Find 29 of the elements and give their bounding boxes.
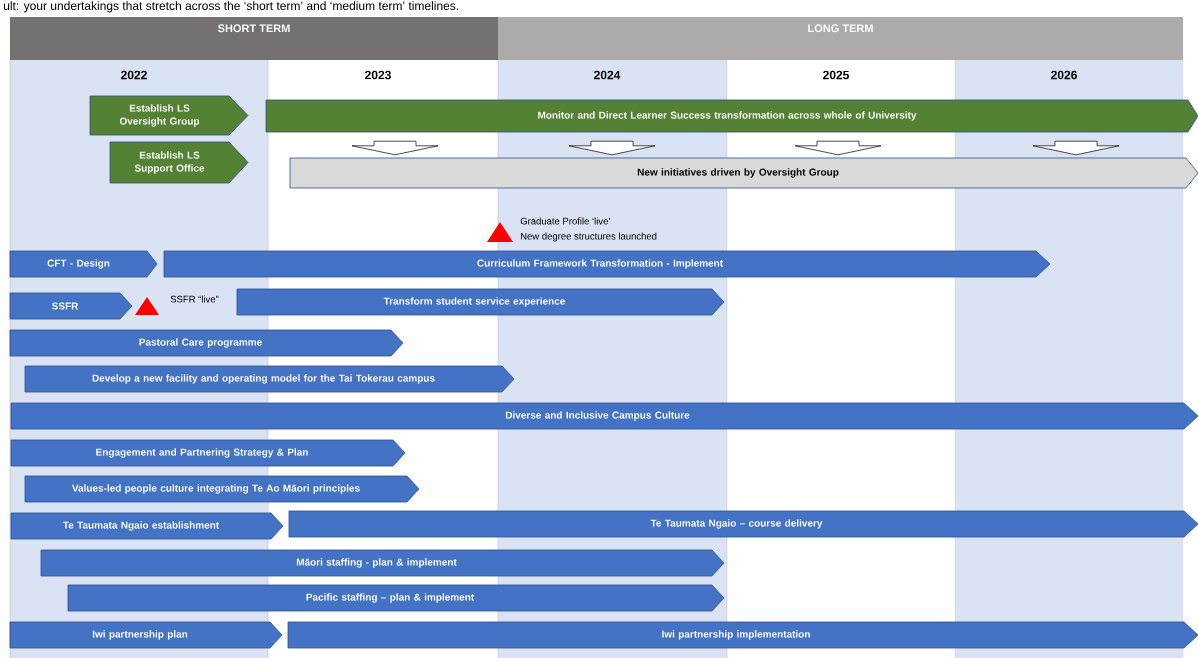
timeline-bar: Te Taumata Ngaio – course delivery [288,510,1198,538]
milestone-note: Graduate Profile ‘live’ [520,217,610,225]
timeline-bar: Te Taumata Ngaio establishment [10,512,284,540]
milestone-note: New degree structures launched [521,232,657,242]
header-band: LONG TERM [498,17,1183,60]
timeline-bar: Engagement and Partnering Strategy & Plan [10,439,406,467]
timeline-bar: Pacific staffing – plan & implement [67,584,725,612]
year-label: 2024 [594,70,621,80]
year-label: 2023 [365,70,391,80]
timeline-bar: New initiatives driven by Oversight Group [289,157,1198,189]
timeline-bar: Pastoral Care programme [9,329,404,357]
timeline-bar: Curriculum Framework Transformation - Implement [163,250,1051,278]
year-label: 2022 [121,70,147,80]
timeline-bar: Iwi partnership implementation [287,621,1198,649]
timeline-bar: Develop a new facility and operating model for the Tai Tokerau campus [24,365,515,393]
year-label: 2025 [823,70,849,80]
timeline-bar: Monitor and Direct Learner Success transformation across whole of University [265,99,1198,133]
timeline-bar: Diverse and Inclusive Campus Culture [10,402,1198,430]
timeline-bar: Establish LS Support Office [109,141,249,184]
year-label: 2026 [1051,70,1077,80]
milestone-note: SSFR “live” [170,295,219,303]
header-band: SHORT TERM [10,17,498,60]
timeline-bar: Establish LS Oversight Group [89,95,249,136]
timeline-bar: Transform student service experience [236,288,725,316]
timeline-bar: Iwi partnership plan [9,621,283,649]
timeline-bar: Māori staffing - plan & implement [40,549,725,577]
timeline-bar: Values-led people culture integrating Te Ao Māori principles [24,475,420,503]
timeline-bar: CFT - Design [9,250,158,278]
timeline-bar: SSFR [9,292,133,320]
